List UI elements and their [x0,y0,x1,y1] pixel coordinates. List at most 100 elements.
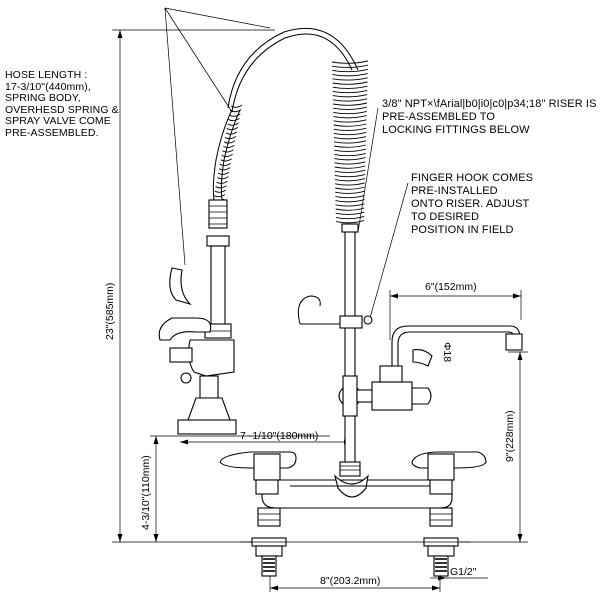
spring-coil-winding [333,110,367,115]
spring-coil-winding [335,190,365,194]
finger-hook [297,295,373,329]
hose-coil-winding [226,127,238,131]
hose-coil-winding [215,185,227,189]
hose-length-note-line: SPRING BODY, [5,92,81,104]
spring-coil-winding [332,64,368,68]
spring-coil-winding [334,178,366,182]
spring-coil-winding [331,60,369,64]
overall-height-label: 23"(585mm) [104,283,116,340]
deck-height-dimension: 4-3/10"(110mm) [140,435,330,542]
centers-dimension: 8"(203.2mm) [269,565,441,592]
spring-coil-winding [333,119,367,123]
finger-hook-note-line: FINGER HOOK COMES [411,172,534,184]
spring-coil-winding [333,140,367,144]
hose-coil-winding [225,131,238,135]
spring-coil-winding [334,173,366,178]
finger-hook-note-line: ONTO RISER. ADJUST [411,198,530,210]
hose-coil-winding [230,104,243,108]
riser-note: 3/8" NPT×\fArial|b0|i0|c0|p34;18" RISER … [382,98,597,137]
riser-note-line: LOCKING FITTINGS BELOW [382,124,530,136]
hose-coil-winding [216,180,228,184]
spring-coil-winding [332,102,368,106]
riser-note-line: 3/8" NPT×\fArial|b0|i0|c0|p34;18" RISER … [382,98,597,110]
spring-coil-winding [334,165,366,169]
spring-coil-winding [334,148,366,152]
top-leader-lines [164,7,271,266]
spring-coil-winding [335,220,365,224]
hose-coil-winding [220,158,232,162]
spring-coil-winding [333,127,367,131]
overall-height-dimension: 23"(585mm) [104,29,275,543]
add-on-faucet [356,325,523,411]
centers-label: 8"(203.2mm) [320,575,380,587]
overhead-spring [227,27,369,224]
spring-coil-winding [334,182,366,186]
spring-coil-winding [335,207,365,211]
spring-coil-winding [334,169,366,173]
spring-coil-winding [334,152,366,157]
spout-diameter-label: Φ18 [441,342,453,362]
riser-note-line: PRE-ASSEMBLED TO [382,111,496,123]
deck-height-label: 4-3/10"(110mm) [140,455,152,530]
hose-coil-winding [221,153,233,157]
spring-coil-winding [335,199,365,203]
spring-coil-winding [332,89,368,94]
hose-coil-winding [227,122,239,126]
spring-coil-winding [332,98,368,102]
hose-length-note-line: PRE-ASSEMBLED. [5,126,99,139]
hose-length-note-line: 17-3/10"(440mm), [5,80,91,93]
deck-mixer-body [261,474,453,509]
hose-length-note: HOSE LENGTH : 17-3/10"(440mm), SPRING BO… [5,69,119,139]
hose-length-note-line: SPRAY VALVE COME [5,115,111,127]
spring-coil-winding [332,85,368,89]
spring-coil-winding [334,157,366,161]
spring-coil-winding [333,131,367,136]
hose-coil-winding [223,140,236,144]
hose-coil-winding [218,167,231,171]
hose-coil-winding [224,135,237,140]
hose-coil-winding [223,144,235,149]
spout-height-label: 9"(228mm) [504,410,516,462]
right-lever-handle [411,451,487,495]
riser-leader [357,107,379,233]
finger-hook-leader [369,182,409,319]
spring-coil-winding [335,194,365,199]
riser-pipe [338,223,362,477]
hose-coil-winding [219,162,232,166]
hose-length-note-line: OVERHESD SPRING & [5,103,119,116]
spring-coil-winding [332,73,368,77]
reach-label: 7 -1/10"(180mm) [240,430,318,442]
hose-coil-winding [228,118,240,122]
hose-coil-winding [217,171,230,175]
finger-hook-note: FINGER HOOK COMES PRE-INSTALLED ONTO RIS… [411,172,533,237]
spout-length-dimension: 6"(152mm) [389,281,522,340]
spring-coil-winding [334,161,366,165]
hose-coil-winding [229,109,242,113]
finger-hook-note-line: TO DESIRED [411,211,480,223]
finger-hook-note-line: POSITION IN FIELD [411,224,514,236]
spring-coil-winding [332,81,368,85]
finger-hook-note-line: PRE-INSTALLED [411,185,498,197]
spring-coil-winding [335,186,365,190]
spray-valve [158,199,237,435]
spring-coil-winding [335,203,365,207]
spring-coil-winding [333,123,367,127]
spout-height-dimension: 9"(228mm) [460,351,528,543]
spout-length-label: 6"(152mm) [425,281,477,293]
spring-coil-winding [332,68,368,73]
thread-callout: G1/2" [430,566,488,581]
thread-label: G1/2" [450,566,477,578]
spring-coil-winding [332,77,368,81]
spring-coil-winding [335,215,365,220]
hose-coil-winding [222,149,234,153]
left-lever-handle [219,451,297,495]
spring-coil-winding [335,211,365,215]
hose-coil-winding [214,189,226,193]
spring-coil-winding [333,106,367,110]
spring-coil-winding [333,136,367,140]
hose-coil-winding [213,194,226,198]
spring-coil-winding [332,94,368,98]
hose-coil-winding [229,113,241,117]
spray-hose [212,104,243,202]
